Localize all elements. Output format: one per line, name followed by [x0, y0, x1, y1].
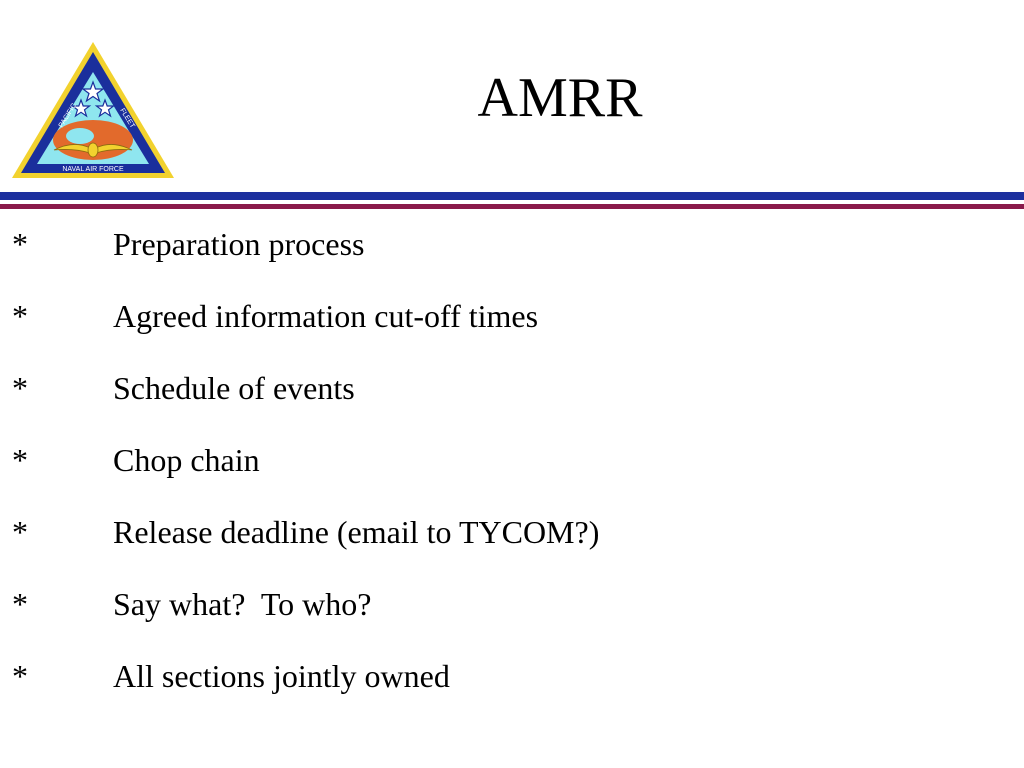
bullet-item: * Say what? To who? — [0, 582, 1000, 654]
bullet-marker: * — [12, 658, 28, 694]
bullet-marker: * — [12, 370, 28, 406]
star-icon — [94, 98, 116, 118]
bullet-item: * All sections jointly owned — [0, 654, 1000, 726]
emblem-shield — [87, 142, 99, 158]
star-icon — [81, 80, 105, 103]
bullet-item: * Chop chain — [0, 438, 1000, 510]
bullet-item: * Agreed information cut-off times — [0, 294, 1000, 366]
bullet-text: Agreed information cut-off times — [113, 298, 539, 334]
header-rule-blue — [0, 192, 1024, 200]
bullet-item: * Schedule of events — [0, 366, 1000, 438]
bullet-text: Say what? To who? — [113, 586, 372, 622]
naval-air-force-emblem-icon: PACIFIC FLEET NAVAL AIR FORCE — [12, 42, 174, 178]
bullet-marker: * — [12, 442, 28, 478]
bullet-marker: * — [12, 586, 28, 622]
bullet-text: All sections jointly owned — [113, 658, 450, 694]
bullet-text: Schedule of events — [113, 370, 355, 406]
slide-title: AMRR — [477, 67, 643, 129]
emblem-label-bottom: NAVAL AIR FORCE — [62, 166, 124, 173]
bullet-text: Release deadline (email to TYCOM?) — [113, 514, 600, 550]
bullet-list: * Preparation process * Agreed informati… — [0, 222, 1000, 726]
bullet-marker: * — [12, 514, 28, 550]
bullet-item: * Release deadline (email to TYCOM?) — [0, 510, 1000, 582]
emblem-ocean — [66, 128, 94, 144]
header-rule-maroon — [0, 204, 1024, 209]
bullet-marker: * — [12, 226, 28, 262]
star-icon — [70, 98, 92, 118]
bullet-text: Chop chain — [113, 442, 260, 478]
bullet-marker: * — [12, 298, 28, 334]
bullet-text: Preparation process — [113, 226, 365, 262]
bullet-item: * Preparation process — [0, 222, 1000, 294]
